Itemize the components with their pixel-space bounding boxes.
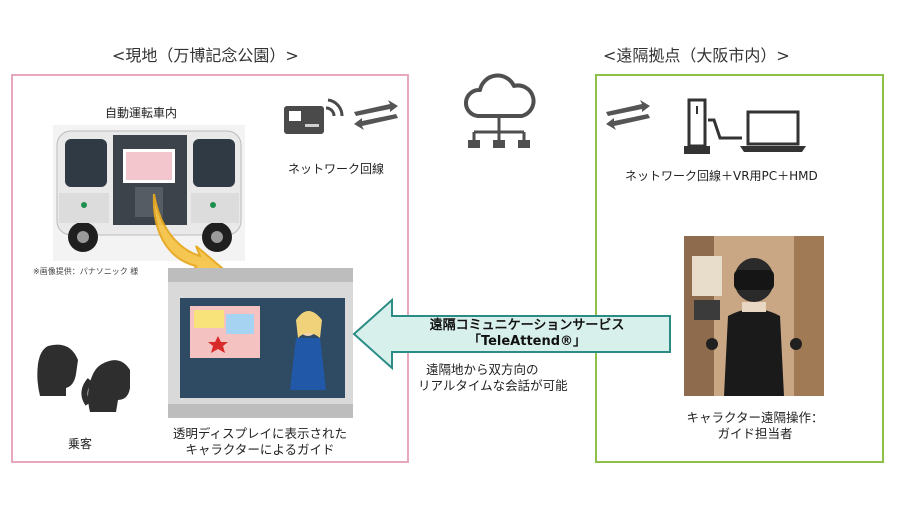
service-name-line2: 「TeleAttend®」 <box>467 334 587 349</box>
bus-photo <box>53 125 245 261</box>
display-caption: 透明ディスプレイに表示された キャラクターによるガイド <box>150 426 370 458</box>
service-name: 遠隔コミュニケーションサービス 「TeleAttend®」 <box>392 318 662 350</box>
signal-arrows-icon <box>604 100 652 130</box>
tower-pc-icon <box>682 98 712 156</box>
remote-header: <遠隔拠点（大阪市内）> <box>603 46 790 65</box>
person-silhouette-icon <box>30 340 140 420</box>
image-credit: ※画像提供：パナソニック 様 <box>33 267 139 276</box>
car-label: 自動運転車内 <box>105 106 178 120</box>
operator-caption-line1: キャラクター遠隔操作： <box>686 410 824 425</box>
service-desc-line2: リアルタイムな会話が可能 <box>418 378 568 393</box>
service-desc-line1: 遠隔地から双方向の <box>426 362 539 377</box>
remote-equipment-label: ネットワーク回線＋VR用PC＋HMD <box>625 169 818 183</box>
operator-caption-line2: ガイド担当者 <box>717 426 793 441</box>
onsite-header: <現地（万博記念公園）> <box>112 46 299 65</box>
service-description: 遠隔地から双方向の リアルタイムな会話が可能 <box>418 362 568 394</box>
onsite-network-label: ネットワーク回線 <box>288 162 385 176</box>
operator-caption: キャラクター遠隔操作： ガイド担当者 <box>655 410 855 442</box>
service-name-line1: 遠隔コミュニケーションサービス <box>429 318 625 333</box>
display-photo <box>168 268 353 418</box>
wifi-router-icon <box>282 90 346 138</box>
service-arrow <box>352 297 674 371</box>
operator-photo <box>684 236 824 396</box>
cloud-network-icon <box>460 70 538 152</box>
cable-line <box>706 118 742 142</box>
display-caption-line1: 透明ディスプレイに表示された <box>172 426 348 441</box>
display-caption-line2: キャラクターによるガイド <box>185 442 335 457</box>
signal-arrows-icon <box>352 100 400 130</box>
laptop-icon <box>738 108 808 154</box>
passenger-label: 乗客 <box>68 437 93 451</box>
